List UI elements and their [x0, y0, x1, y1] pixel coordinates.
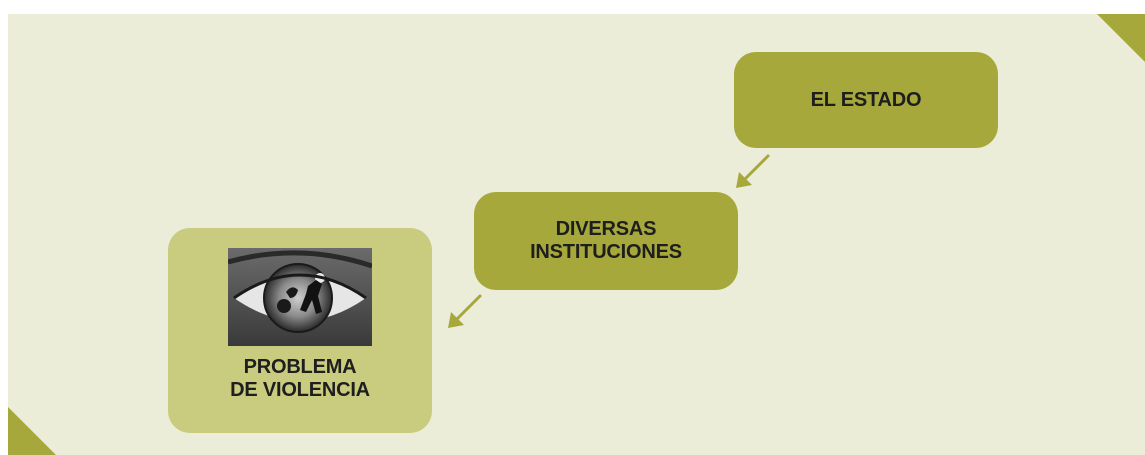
eye-image: [228, 248, 372, 346]
corner-decoration-top-right: [1097, 14, 1145, 62]
node-label-line: DE VIOLENCIA: [230, 379, 370, 401]
diagram-panel: EL ESTADO DIVERSAS INSTITUCIONES: [8, 14, 1145, 455]
node-label-line: PROBLEMA: [243, 356, 357, 378]
corner-decoration-bottom-left: [8, 407, 56, 455]
node-label-line: DIVERSAS: [555, 218, 657, 240]
node-label: EL ESTADO: [810, 88, 922, 111]
node-el-estado: EL ESTADO: [734, 52, 998, 148]
arrow-down-left-icon: [444, 292, 484, 332]
arrow-down-left-icon: [732, 152, 772, 192]
node-problema-de-violencia: PROBLEMA DE VIOLENCIA: [168, 228, 432, 433]
node-diversas-instituciones: DIVERSAS INSTITUCIONES: [474, 192, 738, 290]
node-label-line: INSTITUCIONES: [530, 241, 682, 263]
